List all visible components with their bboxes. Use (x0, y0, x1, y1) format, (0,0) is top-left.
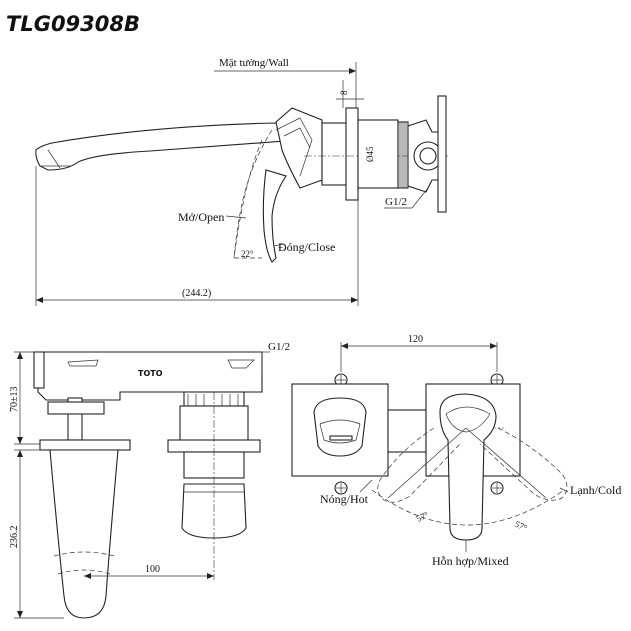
angle-label: 22° (241, 249, 254, 259)
handle-top (439, 393, 497, 541)
cartridge-thread-lines (187, 394, 239, 406)
diameter-label: Ø45 (365, 146, 375, 162)
lever-open (233, 129, 273, 259)
spout (35, 122, 299, 171)
open-label: Mở/Open (178, 210, 224, 224)
spout-outlet (313, 397, 367, 457)
handle-hot-ghost (377, 427, 461, 503)
swing-arc (371, 489, 565, 526)
wall-thickness-label: 8 (339, 90, 349, 95)
total-height-label: 236.2 (9, 526, 20, 549)
thread-label: G1/2 (385, 196, 407, 208)
top-view: 120 57° 57° Nóng/Hot (291, 334, 621, 568)
top-height-label: 70±13 (9, 387, 20, 413)
wall-plate (345, 107, 359, 201)
spacing-label: 120 (408, 334, 423, 345)
offset-label: 100 (145, 564, 160, 575)
screw-icon (334, 481, 348, 495)
close-label: Đóng/Close (278, 240, 335, 254)
mixed-label: Hỗn hợp/Mixed (432, 554, 509, 568)
front-thread-label: G1/2 (268, 341, 290, 353)
mounting-box (407, 119, 441, 193)
lever-closed (262, 169, 287, 263)
top-connector (387, 409, 427, 453)
screw-icon (490, 481, 504, 495)
front-view: TOTO 70±13 236.2 (9, 341, 290, 619)
wall-arrow-icon (349, 68, 356, 74)
angle-right-label: 57° (513, 519, 529, 534)
brand-logo: TOTO (138, 369, 163, 378)
thread-lines (399, 122, 407, 188)
handle-cold-ghost (479, 427, 568, 501)
length-label: (244.2) (182, 288, 211, 299)
angle-left-label: 57° (415, 509, 431, 524)
hot-label: Nóng/Hot (320, 492, 369, 506)
connector (321, 122, 349, 186)
cold-label: Lạnh/Cold (570, 483, 621, 497)
wall-label: Mặt tưởng/Wall (219, 57, 289, 69)
model-title: TLG09308B (6, 12, 140, 36)
side-view: Mặt tưởng/Wall 8 22° Ø45 (35, 57, 448, 306)
spout-front (49, 449, 119, 619)
valve-body (357, 119, 399, 189)
rear-plate (437, 95, 447, 213)
